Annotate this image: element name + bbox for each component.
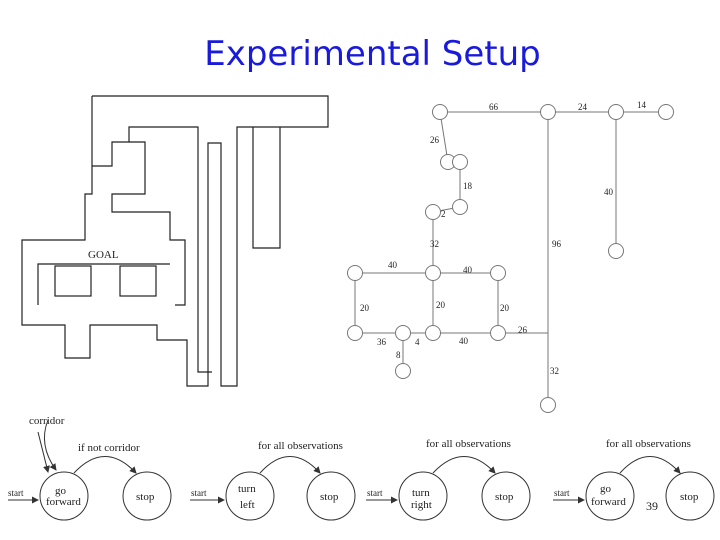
stop-state — [306, 471, 356, 521]
goal-label: GOAL — [88, 249, 119, 261]
action-label-1: go — [55, 485, 67, 497]
transition-arc — [432, 456, 496, 474]
controller-go-forward-1: corridor if not corridor start go forwar… — [8, 415, 172, 521]
graph-node — [347, 325, 363, 341]
controller-turn-left: for all observations start turn left sto… — [190, 440, 356, 521]
graph-node — [658, 104, 674, 120]
action-state — [398, 471, 448, 521]
maze-inner-wall — [37, 263, 170, 305]
graph-nodes — [347, 104, 674, 413]
graph-node — [425, 265, 441, 281]
maze-diagram: GOAL — [21, 95, 329, 387]
start-label: start — [367, 488, 383, 498]
action-state — [39, 471, 89, 521]
action-label-2: forward — [46, 496, 81, 508]
edge-label: 20 — [360, 303, 370, 313]
stop-label: stop — [680, 491, 699, 503]
stop-label: stop — [136, 491, 155, 503]
edge-label: 24 — [578, 102, 588, 112]
graph-node — [608, 243, 624, 259]
graph-node — [608, 104, 624, 120]
graph-node — [425, 204, 441, 220]
edge-label: 20 — [436, 300, 446, 310]
maze-inner-wall — [92, 126, 212, 373]
controller-go-forward-2: for all observations start go forward st… — [553, 438, 715, 521]
edge-label: 66 — [489, 102, 499, 112]
extra-label: corridor — [29, 415, 65, 427]
transition-label: for all observations — [258, 440, 343, 452]
graph-node — [540, 397, 556, 413]
graph-node — [347, 265, 363, 281]
stop-state — [122, 471, 172, 521]
edge-label: 40 — [388, 260, 398, 270]
stop-state — [665, 471, 715, 521]
graph-node — [452, 154, 468, 170]
edge-label: 96 — [552, 239, 562, 249]
self-loop-arrow-2 — [37, 431, 50, 473]
edge-label: 8 — [396, 350, 401, 360]
graph-edge — [439, 111, 449, 163]
stop-label: stop — [495, 491, 514, 503]
edge-label: 18 — [463, 181, 473, 191]
edge-label: 40 — [463, 265, 473, 275]
transition-arc — [259, 456, 321, 474]
controller-turn-right: for all observations start turn right st… — [366, 438, 531, 521]
controllers: corridor if not corridor start go forwar… — [8, 415, 715, 521]
transition-label: for all observations — [426, 438, 511, 450]
graph-node — [432, 104, 448, 120]
maze-outer-wall — [21, 95, 329, 387]
maze-room — [54, 265, 92, 297]
start-label: start — [191, 488, 207, 498]
maze-inner-wall — [252, 127, 281, 249]
graph-edge-labels: 66 24 14 26 18 40 2 96 32 40 40 20 20 20… — [360, 100, 647, 376]
topological-graph — [354, 111, 666, 405]
action-label-2: left — [240, 499, 255, 511]
edge-label: 26 — [518, 325, 528, 335]
action-label-2: right — [411, 499, 432, 511]
edge-label: 20 — [500, 303, 510, 313]
stop-label: stop — [320, 491, 339, 503]
edge-label: 32 — [430, 239, 439, 249]
edge-label: 32 — [550, 366, 559, 376]
transition-label: for all observations — [606, 438, 691, 450]
start-label: start — [8, 488, 24, 498]
action-label-2: forward — [591, 496, 626, 508]
edge-label: 26 — [430, 135, 440, 145]
edge-label: 2 — [441, 209, 446, 219]
graph-node — [395, 363, 411, 379]
edge-label: 36 — [377, 337, 387, 347]
stop-state — [481, 471, 531, 521]
graph-node — [425, 325, 441, 341]
graph-node — [490, 265, 506, 281]
action-label-1: go — [600, 483, 612, 495]
edge-label: 40 — [459, 336, 469, 346]
action-label-1: turn — [238, 483, 256, 495]
page-number: 39 — [646, 499, 658, 513]
graph-node — [540, 104, 556, 120]
graph-node — [490, 325, 506, 341]
edge-label: 14 — [637, 100, 647, 110]
maze-inner-wall — [111, 141, 186, 306]
edge-label: 4 — [415, 337, 420, 347]
graph-node — [452, 199, 468, 215]
transition-label: if not corridor — [78, 442, 140, 454]
slide-title: Experimental Setup — [204, 34, 541, 74]
start-label: start — [554, 488, 570, 498]
action-state — [225, 471, 275, 521]
graph-node — [395, 325, 411, 341]
action-state — [585, 471, 635, 521]
action-label-1: turn — [412, 487, 430, 499]
transition-arc — [619, 456, 681, 474]
self-loop-arrow — [43, 419, 57, 471]
maze-room — [119, 265, 157, 297]
transition-arc — [73, 456, 137, 474]
edge-label: 40 — [604, 187, 614, 197]
